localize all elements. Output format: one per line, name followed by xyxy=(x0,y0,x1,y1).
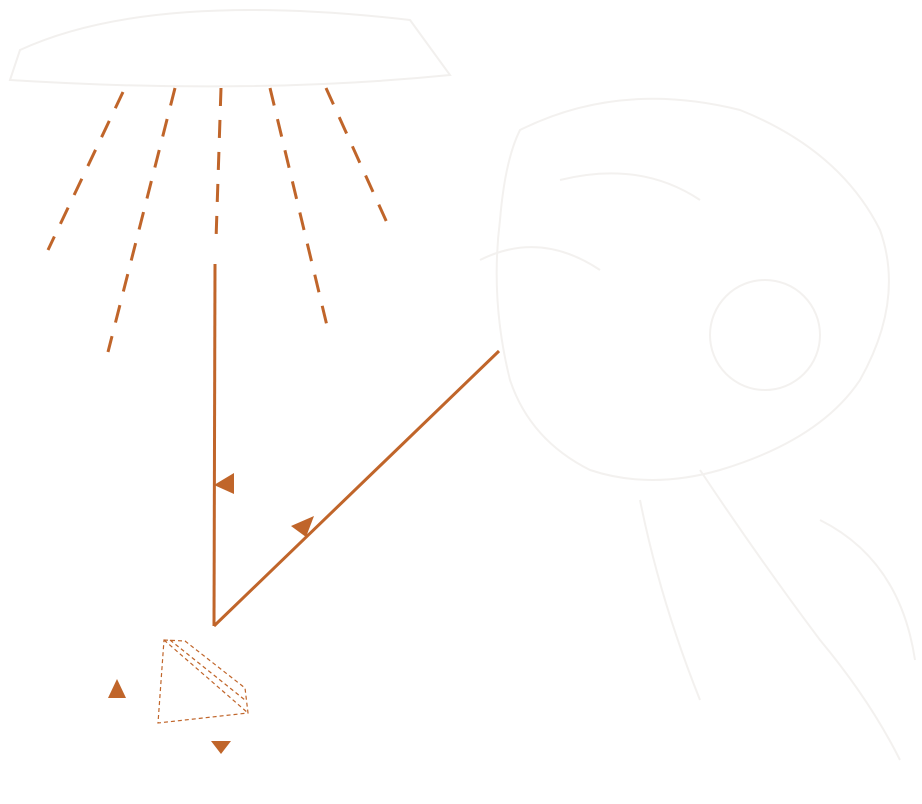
sun-ray-5 xyxy=(324,87,390,226)
incident-ray xyxy=(212,263,217,627)
face-outline-icon xyxy=(479,97,916,761)
sun-rays-icon xyxy=(46,87,390,353)
rotate-down-marker xyxy=(211,741,231,754)
sun-ray-3 xyxy=(214,87,223,241)
sun-ray-4 xyxy=(268,87,330,331)
light-source-outline xyxy=(8,9,452,88)
rotate-up-marker xyxy=(108,679,126,698)
reflected-ray xyxy=(212,349,501,628)
diamond-icon xyxy=(157,639,249,724)
sun-ray-2 xyxy=(106,87,177,353)
reflected-ray-arrow xyxy=(291,516,314,537)
incident-ray-arrow xyxy=(214,473,234,494)
sun-ray-1 xyxy=(46,91,125,251)
